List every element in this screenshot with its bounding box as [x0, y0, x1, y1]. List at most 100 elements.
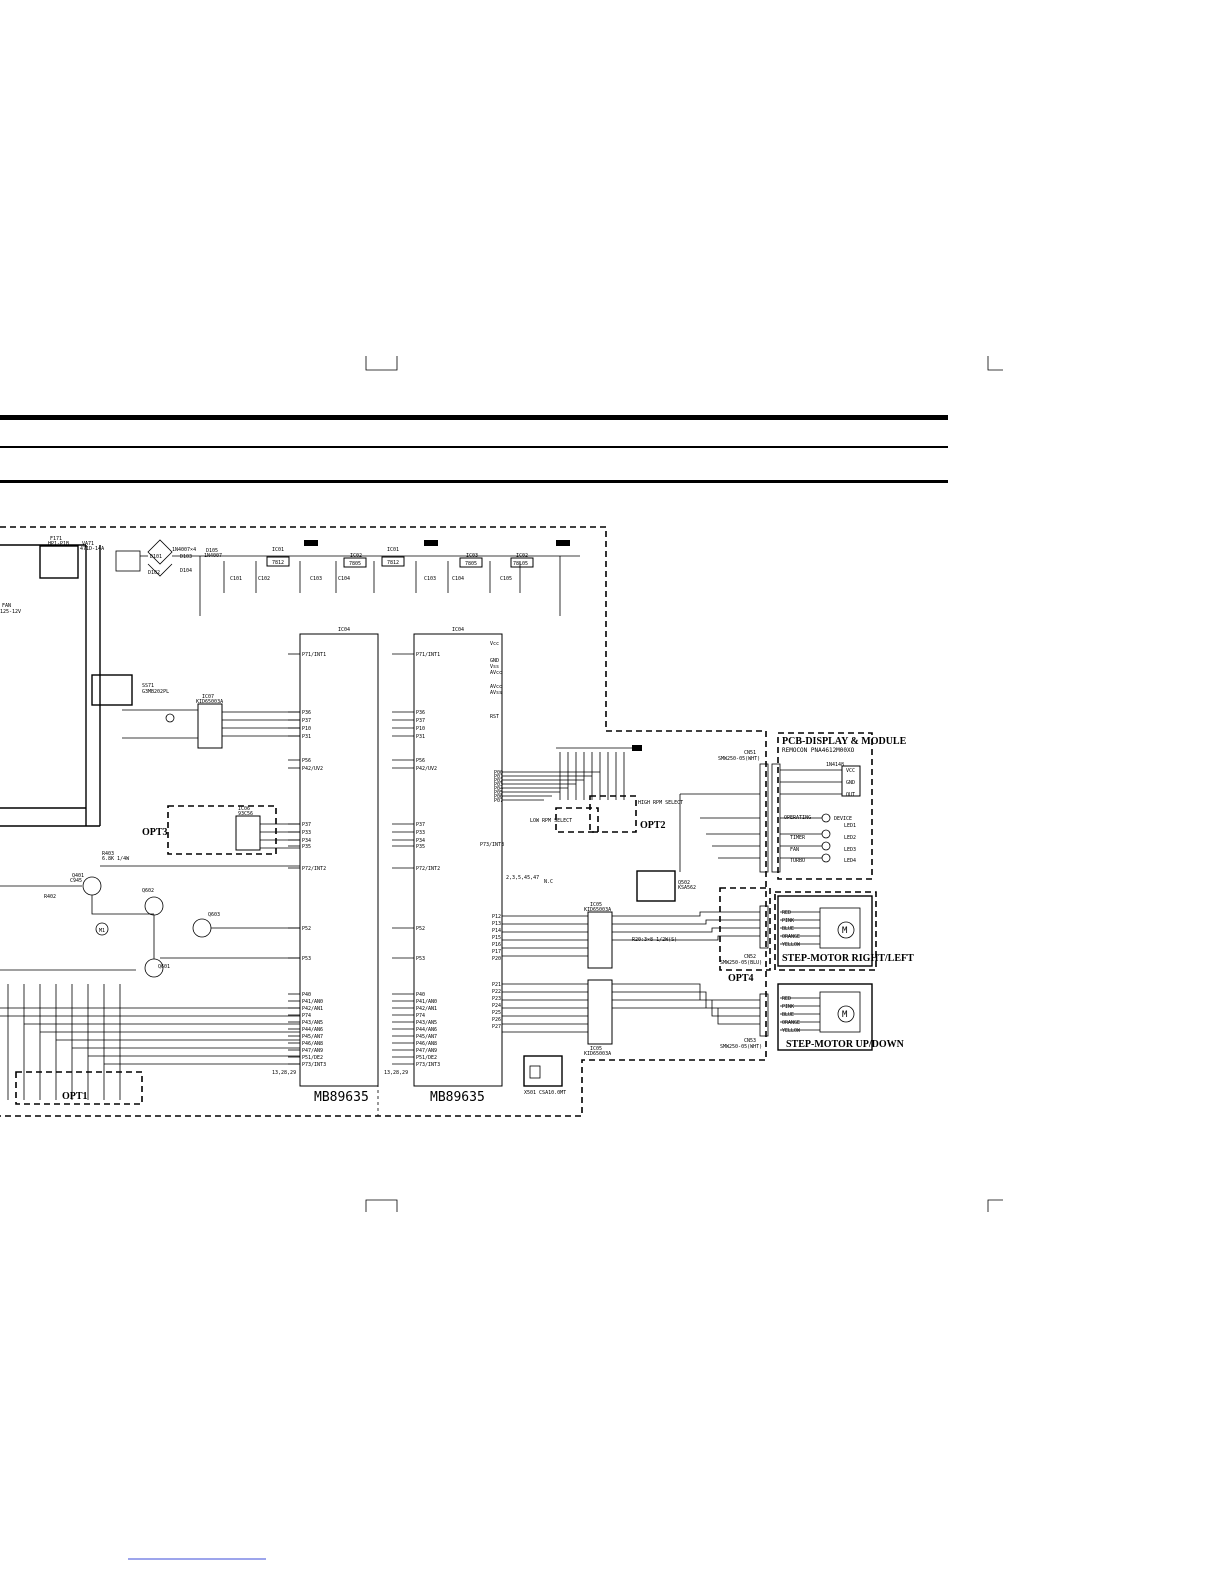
- mcu-power-pin-label: RST: [490, 714, 499, 720]
- cap-c102: C102: [258, 576, 270, 582]
- cn52-ref: CN52: [744, 954, 756, 960]
- cn53-ref: CN53: [744, 1038, 756, 1044]
- reg-ic01b-ref: IC01: [387, 547, 399, 553]
- mcu-left-pin-label: P52: [302, 926, 311, 932]
- mcu-port-pin-label: P03: [494, 782, 503, 788]
- header-rules: [0, 415, 948, 483]
- motor-rl-wire-label: RED: [782, 910, 791, 916]
- mcu-p1-pin-label: P16: [492, 942, 501, 948]
- low-rpm-label: LOW RPM SELECT: [530, 818, 572, 824]
- motor-rl-wire-label: YELLOW: [782, 942, 801, 948]
- bridge-value: 1N4007×4: [172, 547, 196, 553]
- reg-ic01-ref: IC01: [272, 547, 284, 553]
- transistor-area: [0, 865, 300, 978]
- mcu-left-pin-label: P33: [302, 830, 311, 836]
- mcu-right-pin-label: P47/AN9: [416, 1048, 437, 1054]
- mcu-left-pin-label: P43/AN5: [302, 1020, 323, 1026]
- motor-ud-wire-label: PINK: [782, 1004, 794, 1010]
- mcu-left-label: MB89635: [314, 1090, 369, 1105]
- mcu-port-pin-label: P07: [494, 798, 503, 804]
- svg-text:M: M: [842, 1010, 848, 1020]
- cap-c104: C104: [338, 576, 350, 582]
- led-fan-label: FAN: [790, 847, 799, 853]
- mcu-left-pin-label: P72/INT2: [302, 866, 326, 872]
- reg-ic01-value: 7812: [272, 560, 284, 566]
- mcu-p2-pin-label: P22: [492, 989, 501, 995]
- d105-value: 1N4007: [204, 553, 222, 559]
- mcu-port-pin-label: P00: [494, 770, 503, 776]
- mcu-pin-footer-right: 13,28,29: [384, 1070, 408, 1076]
- mcu-right-pin-label: P53: [416, 956, 425, 962]
- cn51-value: SMW250-05(WHT): [718, 756, 760, 762]
- ssr-value: G3MB202PL: [142, 689, 169, 695]
- mcu-p1-pin-label: P20: [492, 956, 501, 962]
- motor-rl-wire-label: ORANGE: [782, 934, 800, 940]
- mcu-right-pin-label: P41/AN0: [416, 999, 437, 1005]
- mcu-left-pin-label: P36: [302, 710, 311, 716]
- port-p0-resistors: [502, 745, 642, 801]
- connector-cn53: [759, 993, 769, 1037]
- mcu-nc-label: N.C: [544, 879, 553, 885]
- cap-c103b: C103: [424, 576, 436, 582]
- mcu-port-pin-label: P01: [494, 774, 503, 780]
- step-motor-rl-box: [777, 895, 873, 967]
- crop-marks: [365, 356, 1003, 1212]
- mcu-left-pin-label: P45/AN7: [302, 1034, 323, 1040]
- motor-ud-wire-label: BLUE: [782, 1012, 794, 1018]
- q502-value: KSA562: [678, 885, 696, 891]
- mcu-p1-pin-label: P17: [492, 949, 501, 955]
- mcu-left-pin-label: P47/AN9: [302, 1048, 323, 1054]
- mcu-right-pin-label: P35: [416, 844, 425, 850]
- d105-ref: D105: [206, 548, 218, 554]
- mcu-left-pin-label: P46/AN8: [302, 1041, 323, 1047]
- motor-ud-wire-label: YELLOW: [782, 1028, 801, 1034]
- mcu-port-pin-label: P04: [494, 786, 503, 792]
- cn53-value: SMW250-05(WHT): [720, 1044, 762, 1050]
- led-timer-label: TIMER: [790, 835, 806, 841]
- reg-ic02-value: 7805: [349, 561, 361, 567]
- opt3-box: [167, 805, 277, 855]
- driver-ic05-b: [587, 979, 613, 1045]
- opt2-box: [589, 795, 637, 833]
- high-rpm-label: HIGH RPM SELECT: [638, 800, 683, 806]
- driver-ic05-a: [587, 911, 613, 969]
- mcu-right-pin-label: P74: [416, 1013, 425, 1019]
- mcu-p73-label: P73/INT3: [480, 842, 504, 848]
- q603-ref: Q603: [208, 912, 220, 918]
- motor-rl-symbol: M: [819, 907, 861, 949]
- q401-value: C945: [70, 878, 82, 884]
- fan-value: 125-12V: [0, 609, 21, 615]
- mcu-right-pin-label: P71/INT1: [416, 652, 440, 658]
- cap-c101: C101: [230, 576, 242, 582]
- opt1-box: [15, 1071, 143, 1105]
- regulator-row: [223, 540, 570, 593]
- fuse-value: HP1-P1B: [48, 541, 69, 547]
- mcu-right-pin-label: P42/AN1: [416, 1006, 437, 1012]
- mcu-power-pin-label: AVss: [490, 690, 502, 696]
- mcu-right-pin-label: P31: [416, 734, 425, 740]
- mcu-left-pin-label: P35: [302, 844, 311, 850]
- mcu-left-pin-label: P31: [302, 734, 311, 740]
- mcu-left-pin-label: P40: [302, 992, 311, 998]
- led-fan-ref: LED3: [844, 847, 856, 853]
- reg-ic03-ref: IC03: [466, 553, 478, 559]
- m1-label: M1: [99, 928, 105, 934]
- driver2-value: KID65003A: [584, 1051, 611, 1057]
- varistor-ref: VA71: [82, 541, 94, 547]
- fuse-box: [39, 545, 79, 579]
- mcu-right-pin-label: P46/AN8: [416, 1041, 437, 1047]
- reg-ic02-ref: IC02: [350, 553, 362, 559]
- opt2-label: OPT2: [640, 820, 666, 831]
- display-title: PCB-DISPLAY & MODULE: [782, 736, 907, 747]
- opt3-label: OPT3: [142, 827, 168, 838]
- driver1-ref: IC05: [590, 902, 602, 908]
- mcu-power-pin-label: Vcc: [490, 641, 499, 647]
- mcu-pin-footer-left: 13,28,29: [272, 1070, 296, 1076]
- q601-ref: Q601: [158, 964, 170, 970]
- mcu-left-pin-label: P10: [302, 726, 311, 732]
- mcu-left-pin-label: P44/AN6: [302, 1027, 323, 1033]
- fan-label: FAN: [2, 603, 11, 609]
- display-device: DEVICE: [834, 816, 852, 822]
- display-subtitle: REMOCON PNA4612M00XO: [782, 747, 855, 754]
